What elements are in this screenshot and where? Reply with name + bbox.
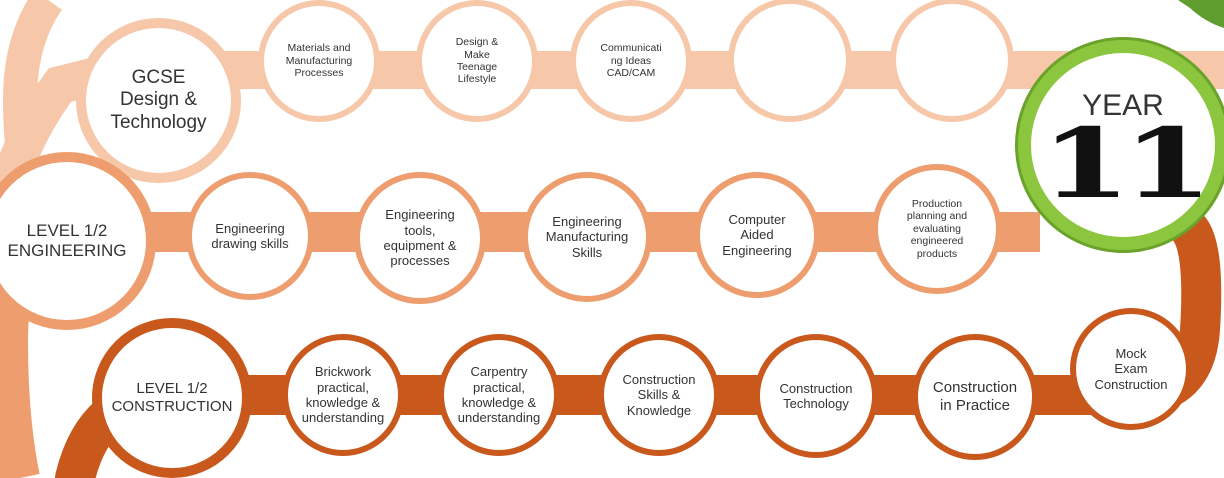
construction-topic-1: Brickwork practical, knowledge & underst… [282, 334, 404, 456]
gcse-topic-4 [728, 0, 852, 122]
year-badge: YEAR 11 [1018, 40, 1224, 250]
gcse-title: GCSE Design & Technology [110, 66, 207, 133]
construction-title: LEVEL 1/2 CONSTRUCTION [111, 380, 233, 415]
construction-topic-2: Carpentry practical, knowledge & underst… [438, 334, 560, 456]
construction-topic-3: Construction Skills & Knowledge [598, 334, 720, 456]
engineering-title-node: LEVEL 1/2 ENGINEERING [0, 152, 156, 330]
gcse-topic-5 [890, 0, 1014, 122]
gcse-topic-1: Materials and Manufacturing Processes [258, 0, 380, 122]
construction-topic-5: Construction in Practice [912, 334, 1038, 460]
construction-topic-4: Construction Technology [754, 334, 878, 458]
construction-topic-6: Mock Exam Construction [1070, 308, 1192, 430]
engineering-topic-2: Engineering tools, equipment & processes [354, 172, 486, 304]
gcse-topic-3: Communicati ng Ideas CAD/CAM [570, 0, 692, 122]
engineering-topic-5: Production planning and evaluating engin… [872, 164, 1002, 294]
engineering-title: LEVEL 1/2 ENGINEERING [7, 220, 127, 260]
gcse-title-node: GCSE Design & Technology [76, 18, 241, 183]
green-corner-decoration [1178, 0, 1224, 28]
year-number: 11 [1040, 106, 1213, 220]
gcse-topic-2: Design & Make Teenage Lifestyle [416, 0, 538, 122]
engineering-topic-4: Computer Aided Engineering [694, 172, 820, 298]
engineering-topic-3: Engineering Manufacturing Skills [522, 172, 652, 302]
engineering-topic-1: Engineering drawing skills [186, 172, 314, 300]
year-label: YEAR [1082, 88, 1164, 122]
construction-title-node: LEVEL 1/2 CONSTRUCTION [92, 318, 252, 478]
